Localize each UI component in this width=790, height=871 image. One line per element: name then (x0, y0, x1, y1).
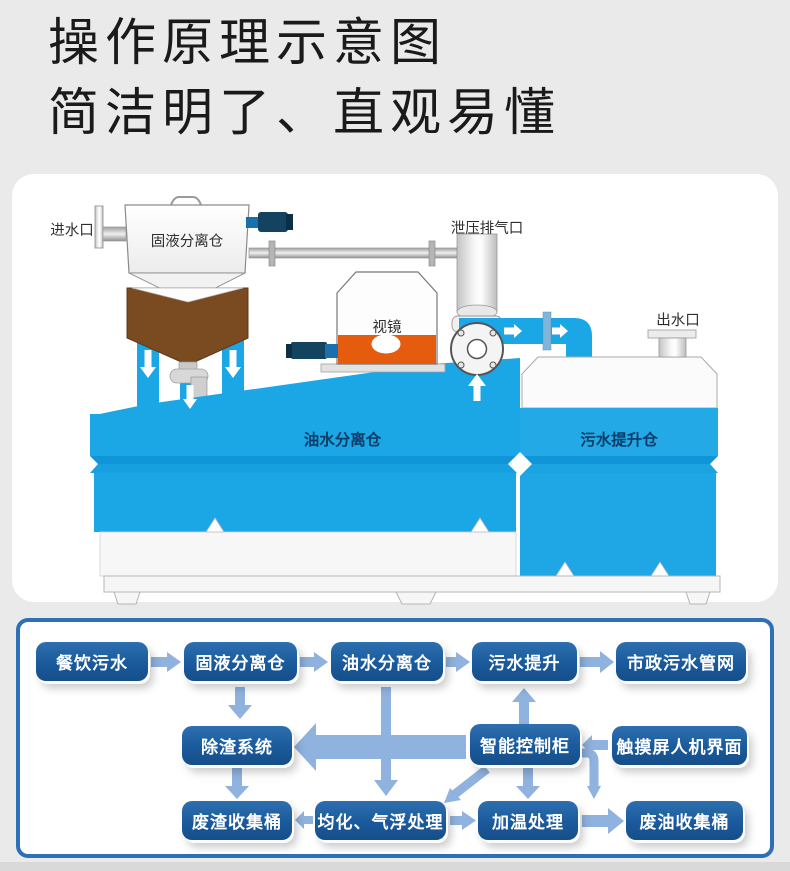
node-heating-treatment: 加温处理 (478, 801, 578, 840)
agitator-motor-cap (286, 214, 293, 230)
label-oil-water-chamber: 油水分离仓 (303, 432, 382, 449)
tank-lower-band (94, 473, 516, 532)
node-sewage-lift: 污水提升 (472, 642, 577, 681)
arrow-right (446, 652, 470, 672)
sight-glass-vessel (286, 271, 446, 373)
node-waste-oil-bucket: 废油收集桶 (626, 801, 743, 840)
lift-tank-lower-band (520, 473, 716, 576)
label-sewage-lift-chamber: 污水提升仓 (580, 432, 658, 449)
flow-right-arrow (514, 324, 522, 338)
flow-right-arrow (504, 327, 514, 335)
tank-waist (90, 456, 520, 464)
sight-glass-motor-cap (286, 344, 292, 358)
flow-right-arrow (552, 327, 560, 335)
separator-lid-handle (170, 196, 202, 206)
base-foot (395, 591, 437, 605)
node-solid-liquid-separation: 固液分离仓 (184, 642, 297, 681)
tank-white-band (99, 531, 517, 577)
label-outlet: 出水口 (656, 313, 700, 329)
arrow-right (151, 652, 181, 672)
node-oil-water-separation: 油水分离仓 (331, 642, 443, 681)
arrow-right-equalization-to-heating (450, 811, 476, 830)
footer-strip (0, 862, 790, 871)
arrow-down-solid-to-slag (228, 687, 252, 719)
node-catering-wastewater: 餐饮污水 (36, 642, 148, 681)
base-foot (685, 591, 711, 605)
agitator-coupling (246, 217, 260, 228)
pump-flange (450, 322, 504, 376)
node-slag-removal-system: 除渣系统 (182, 726, 292, 765)
junction-diamond (508, 452, 532, 476)
outlet-port-flange (647, 329, 697, 339)
arrow-left-equalization-to-bucket (295, 811, 313, 829)
oil-water-tank (90, 358, 520, 577)
flow-down-arrow (186, 385, 194, 399)
flow-down-arrow (183, 399, 197, 409)
equipment-illustration (90, 196, 721, 605)
vessel-support-bar (320, 363, 446, 373)
tank-waist (90, 464, 520, 473)
flow-arrows (151, 651, 624, 834)
node-touchscreen-hmi: 触摸屏人机界面 (612, 726, 747, 765)
arrow-down-cabinet-to-heating (516, 768, 540, 799)
arrow-right (580, 651, 614, 673)
flow-down-arrow (229, 350, 237, 367)
node-smart-control-cabinet: 智能控制柜 (470, 724, 580, 765)
flow-down-arrow (140, 367, 156, 378)
tank-waist (520, 456, 718, 464)
lift-tank (520, 356, 718, 576)
agitator-motor (258, 212, 288, 232)
arrow-diagonal-cabinet-to-equalization (444, 765, 490, 803)
label-relief-vent: 泄压排气口 (450, 221, 524, 237)
tank-waist (520, 464, 718, 473)
inlet-pipe (102, 226, 127, 242)
label-sight-glass: 视镜 (372, 320, 402, 336)
outlet-port-body (658, 337, 687, 358)
node-waste-residue-bucket: 废渣收集桶 (182, 801, 292, 840)
relief-vent-cylinder (456, 233, 498, 313)
node-equalization-flotation: 均化、气浮处理 (315, 801, 446, 840)
pipe-valve-tick (268, 240, 276, 267)
flow-up-arrow (473, 385, 481, 401)
tank-roof (90, 358, 520, 416)
tank-upper-band (90, 414, 520, 456)
flow-down-arrow (144, 350, 152, 367)
label-inlet: 进水口 (50, 223, 94, 239)
flow-right-arrow (560, 324, 568, 338)
arrow-right-heating-to-oilbucket (582, 808, 624, 834)
sight-glass-window (371, 334, 401, 354)
arrow-up-cabinet-to-lift (512, 688, 536, 724)
tank-base (103, 575, 721, 593)
arrow-down-slag-to-bucket (225, 768, 249, 799)
sight-glass-motor (291, 342, 327, 359)
base-foot (113, 591, 141, 605)
pipe-flange-ring (542, 311, 552, 351)
node-municipal-pipe-network: 市政污水管网 (616, 642, 746, 681)
lift-tank-shoulder (521, 356, 718, 409)
flow-down-arrow (225, 367, 241, 378)
lift-tank-upper-band (520, 408, 718, 456)
title-line-1: 操作原理示意图 (48, 14, 448, 71)
equipment-flow-arrows (140, 324, 568, 409)
arrow-elbow-cabinet-down (578, 748, 601, 799)
arrow-down-oil-to-equalization (374, 687, 398, 796)
title-line-2: 简洁明了、直观易懂 (48, 84, 562, 141)
transfer-pipe-upper (248, 247, 458, 259)
label-solid-liquid-chamber: 固液分离仓 (150, 234, 224, 250)
mounting-clip (470, 517, 490, 533)
page-title: 操作原理示意图 简洁明了、直观易懂 (48, 8, 561, 148)
pipe-valve-tick (428, 240, 436, 267)
arrow-big-left (294, 723, 466, 771)
sight-glass-coupling (325, 344, 338, 358)
arrow-right (300, 652, 328, 672)
flow-up-arrow (468, 374, 486, 386)
mounting-clip (205, 517, 225, 533)
hopper-v-notch (131, 287, 244, 303)
